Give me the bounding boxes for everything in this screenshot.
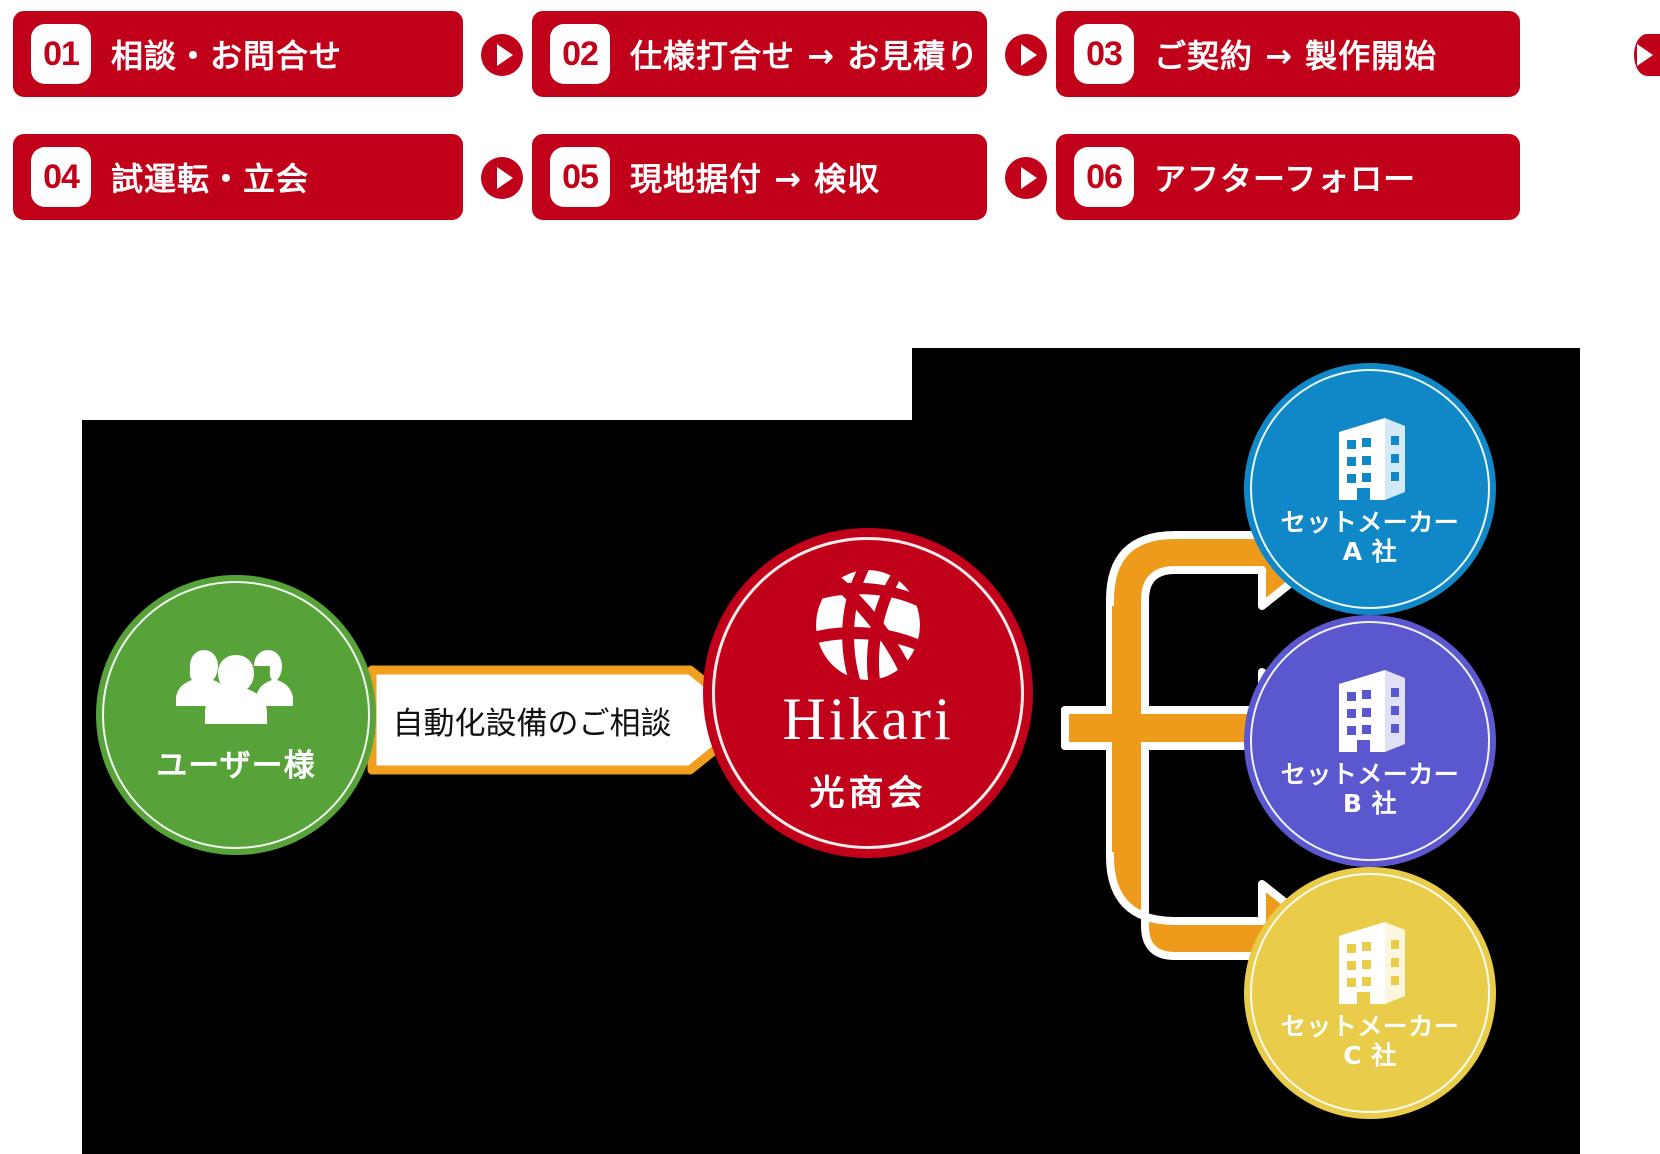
step-number-badge: 04 [31, 147, 91, 207]
process-step-flow: 01 相談・お問合せ 02 仕様打合せ → お見積り 03 ご契約 → 製作開始… [0, 0, 1660, 240]
users-group-icon [176, 649, 293, 724]
maker-label-line2: A 社 [1342, 537, 1398, 566]
maker-label-line2: B 社 [1342, 789, 1398, 818]
play-triangle-icon [481, 157, 523, 199]
node-maker-a-label: セットメーカー A 社 [1281, 508, 1460, 567]
step-item-02[interactable]: 02 仕様打合せ → お見積り [527, 6, 992, 102]
step-label: 試運転・立会 [111, 160, 310, 198]
step-item-05[interactable]: 05 現地据付 → 検収 [527, 129, 992, 225]
node-user-label: ユーザー様 [156, 747, 316, 784]
node-user[interactable]: ユーザー様 [96, 575, 376, 855]
building-icon [1339, 921, 1405, 1004]
flow-message-label: 自動化設備のご相談 [392, 705, 672, 742]
hikari-wordmark: Hikari [782, 685, 954, 752]
maker-label-line1: セットメーカー [1280, 507, 1460, 537]
step-number-badge: 03 [1074, 24, 1134, 84]
play-triangle-icon [1634, 34, 1660, 76]
node-maker-b[interactable]: セットメーカー B 社 [1244, 615, 1496, 867]
hikari-globe-logo-icon [816, 569, 920, 680]
node-maker-c[interactable]: セットメーカー C 社 [1244, 867, 1496, 1119]
step-label: 仕様打合せ → お見積り [630, 37, 980, 75]
play-triangle-icon [1005, 157, 1047, 199]
node-maker-c-label: セットメーカー C 社 [1281, 1012, 1460, 1071]
step-item-06[interactable]: 06 アフターフォロー [1051, 129, 1525, 225]
step-label: 現地据付 → 検収 [630, 160, 881, 198]
step-label: ご契約 → 製作開始 [1154, 37, 1438, 75]
hikari-name-jp: 光商会 [809, 773, 927, 814]
step-number-badge: 06 [1074, 147, 1134, 207]
building-icon [1339, 669, 1405, 752]
step-label: 相談・お問合せ [111, 37, 343, 75]
maker-label-line1: セットメーカー [1280, 759, 1460, 789]
step-number-badge: 05 [550, 147, 610, 207]
step-number-badge: 02 [550, 24, 610, 84]
step-item-04[interactable]: 04 試運転・立会 [8, 129, 468, 225]
diagram-background-upper [912, 348, 1580, 420]
step-item-01[interactable]: 01 相談・お問合せ [8, 6, 468, 102]
step-item-03[interactable]: 03 ご契約 → 製作開始 [1051, 6, 1525, 102]
play-triangle-icon [481, 34, 523, 76]
maker-label-line2: C 社 [1343, 1041, 1397, 1070]
step-number-badge: 01 [31, 24, 91, 84]
node-maker-a[interactable]: セットメーカー A 社 [1244, 363, 1496, 615]
step-row-top: 01 相談・お問合せ 02 仕様打合せ → お見積り 03 ご契約 → 製作開始 [0, 6, 1660, 106]
business-flow-diagram: 自動化設備のご相談 ユーザー様 Hikari 光商会 [0, 240, 1660, 1154]
building-icon [1339, 417, 1405, 500]
node-hikari[interactable]: Hikari 光商会 [703, 528, 1033, 858]
play-triangle-icon [1005, 34, 1047, 76]
step-row-bottom: 04 試運転・立会 05 現地据付 → 検収 06 アフターフォロー [0, 129, 1660, 229]
node-maker-b-label: セットメーカー B 社 [1281, 760, 1460, 819]
maker-label-line1: セットメーカー [1280, 1011, 1460, 1041]
step-label: アフターフォロー [1154, 160, 1417, 198]
